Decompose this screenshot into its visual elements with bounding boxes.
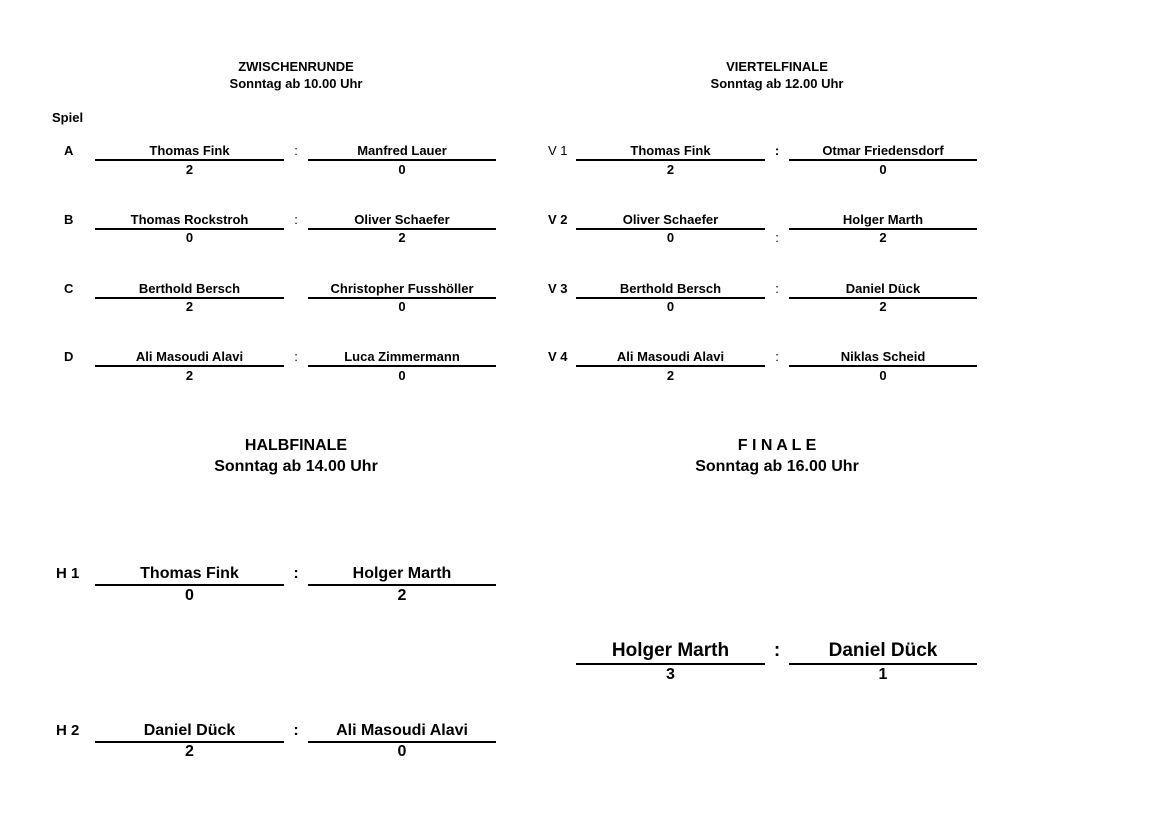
player-two: Ali Masoudi Alavi <box>308 720 496 743</box>
player-one: Oliver Schaefer <box>576 212 765 230</box>
score-two: 0 <box>398 368 406 383</box>
player-two: Otmar Friedensdorf <box>789 143 977 161</box>
score-two: 0 <box>879 162 887 177</box>
halbfinale-subtitle: Sonntag ab 14.00 Uhr <box>214 458 378 475</box>
player-one: Berthold Bersch <box>95 281 284 299</box>
halbfinale-title: HALBFINALE <box>244 437 348 454</box>
score-two: 2 <box>879 299 887 314</box>
score-separator: : <box>293 565 299 582</box>
score-separator: : <box>774 143 780 158</box>
match-code: V 2 <box>548 212 568 227</box>
score-one: 0 <box>185 587 194 604</box>
score-two: 2 <box>397 587 407 604</box>
player-one: Thomas Fink <box>95 563 284 586</box>
player-one: Thomas Rockstroh <box>95 212 284 230</box>
score-separator: : <box>293 722 299 739</box>
player-one: Thomas Fink <box>576 143 765 161</box>
player-one: Thomas Fink <box>95 143 284 161</box>
score-one: 2 <box>666 368 675 383</box>
player-two: Niklas Scheid <box>789 349 977 367</box>
zwischenrunde-subtitle: Sonntag ab 10.00 Uhr <box>229 76 363 91</box>
match-code: C <box>64 281 74 296</box>
score-separator: : <box>775 230 779 245</box>
player-two: Daniel Dück <box>789 281 977 299</box>
score-two: 0 <box>879 368 887 383</box>
player-one: Daniel Dück <box>95 720 284 743</box>
viertelfinale-subtitle: Sonntag ab 12.00 Uhr <box>710 76 844 91</box>
score-one: 0 <box>666 230 675 245</box>
score-separator: : <box>773 640 781 661</box>
player-two: Luca Zimmermann <box>308 349 496 367</box>
player-one: Ali Masoudi Alavi <box>95 349 284 367</box>
halbfinale-header: HALBFINALE Sonntag ab 14.00 Uhr <box>186 435 406 477</box>
match-code: V 1 <box>548 143 568 158</box>
zwischenrunde-header: ZWISCHENRUNDE Sonntag ab 10.00 Uhr <box>196 58 396 92</box>
finale-subtitle: Sonntag ab 16.00 Uhr <box>695 458 859 475</box>
score-two: 0 <box>397 743 407 760</box>
score-separator: : <box>294 212 298 227</box>
score-separator: : <box>775 349 779 364</box>
score-one: 2 <box>666 162 675 177</box>
player-two: Manfred Lauer <box>308 143 496 161</box>
player-two: Christopher Fusshöller <box>308 281 496 299</box>
score-one: 2 <box>185 162 194 177</box>
match-code: A <box>64 143 74 158</box>
score-one: 3 <box>666 666 675 683</box>
player-one: Berthold Bersch <box>576 281 765 299</box>
match-code: V 4 <box>548 349 568 364</box>
score-separator: : <box>775 281 779 296</box>
score-one: 2 <box>185 299 194 314</box>
score-one: 2 <box>185 743 194 760</box>
viertelfinale-header: VIERTELFINALE Sonntag ab 12.00 Uhr <box>677 58 877 92</box>
score-two: 2 <box>398 230 406 245</box>
score-separator: : <box>294 143 298 158</box>
match-code: H 1 <box>56 565 80 582</box>
player-two: Oliver Schaefer <box>308 212 496 230</box>
match-code: B <box>64 212 74 227</box>
finale-header: F I N A L E Sonntag ab 16.00 Uhr <box>667 435 887 477</box>
match-code: H 2 <box>56 722 80 739</box>
score-two: 0 <box>398 162 406 177</box>
score-separator: : <box>294 349 298 364</box>
match-code: D <box>64 349 74 364</box>
spiel-label: Spiel <box>52 110 84 125</box>
score-two: 1 <box>878 666 888 683</box>
score-two: 2 <box>879 230 887 245</box>
player-one: Holger Marth <box>576 639 765 665</box>
score-one: 2 <box>185 368 194 383</box>
match-code: V 3 <box>548 281 568 296</box>
score-one: 0 <box>185 230 194 245</box>
score-one: 0 <box>666 299 675 314</box>
player-one: Ali Masoudi Alavi <box>576 349 765 367</box>
player-two: Holger Marth <box>789 212 977 230</box>
player-two: Holger Marth <box>308 563 496 586</box>
score-two: 0 <box>398 299 406 314</box>
zwischenrunde-title: ZWISCHENRUNDE <box>238 59 354 74</box>
player-two: Daniel Dück <box>789 639 977 665</box>
viertelfinale-title: VIERTELFINALE <box>726 59 828 74</box>
finale-title: F I N A L E <box>737 437 817 454</box>
